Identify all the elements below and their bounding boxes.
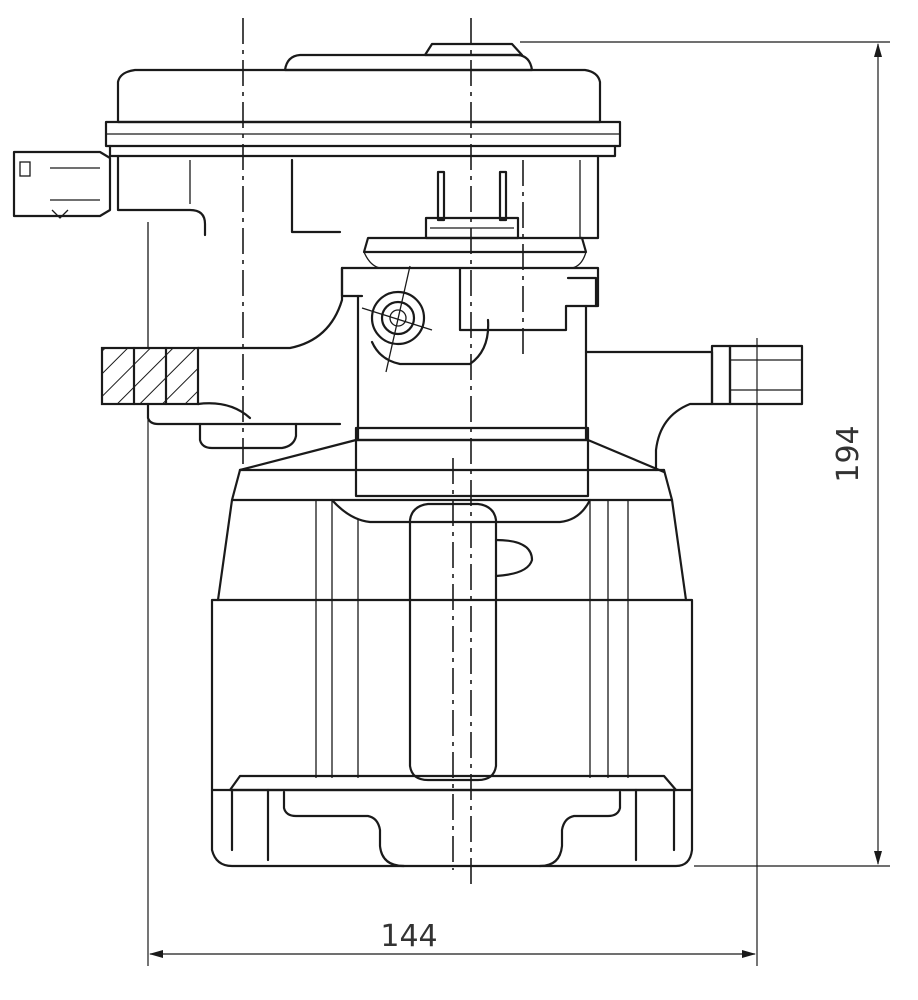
width-dimension: 144 <box>147 338 758 966</box>
bracket-lug <box>198 422 298 450</box>
mounting-bracket <box>100 222 344 426</box>
width-dimension-label: 144 <box>380 919 437 954</box>
terminal-pins <box>424 170 520 240</box>
height-dimension-label: 194 <box>831 425 866 482</box>
piston-housing <box>238 294 666 498</box>
brake-pad-frame <box>210 774 694 868</box>
caliper-body <box>210 468 694 868</box>
electrical-connector <box>12 150 112 219</box>
bleeder-port <box>340 265 600 373</box>
motor-body <box>116 154 600 240</box>
seal-ring <box>362 236 588 269</box>
center-lines <box>242 18 524 888</box>
motor-cap <box>104 42 622 158</box>
height-dimension: 194 <box>520 41 890 867</box>
guide-bolt-right <box>584 344 804 472</box>
